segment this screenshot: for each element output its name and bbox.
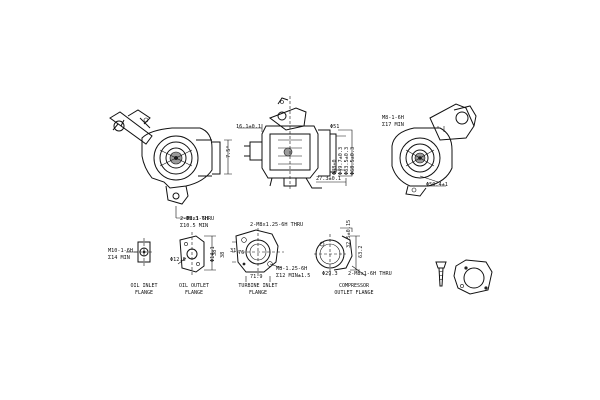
left-view-thru-label: Φ9.3 THRU bbox=[186, 216, 214, 222]
right-view-depth: Σ17 MIN bbox=[382, 122, 404, 128]
compressor-outlet-flange bbox=[314, 227, 367, 277]
turbine-dim-center: 76 bbox=[238, 250, 244, 256]
oil-inlet-depth: Σ14 MIN bbox=[108, 255, 130, 261]
turbine-depth2: Σ12 MIN±1.5 bbox=[276, 273, 310, 279]
compressor-dim-top: 32.5±0.15 bbox=[346, 220, 352, 248]
center-dim-right-1: Φ48±0 bbox=[332, 159, 338, 175]
turbine-dim-bottom-left: 71.9 bbox=[250, 274, 263, 280]
oil-inlet-caption-1: OIL INLET bbox=[130, 283, 157, 289]
bolt-part bbox=[435, 261, 447, 287]
compressor-caption-1: COMPRESSOR bbox=[339, 283, 370, 289]
compressor-dim-left: Φ29.3 bbox=[322, 271, 338, 277]
turbine-caption-2: FLANGE bbox=[249, 290, 267, 296]
oil-inlet-thread: M10-1-6H bbox=[108, 248, 133, 254]
left-view-dim: 7.5° bbox=[226, 146, 232, 159]
gasket-part bbox=[453, 259, 493, 295]
center-dim-right-2: Φ49.7±0.3 bbox=[338, 147, 344, 175]
oil-outlet-dim-bottom: Φ12.8 bbox=[170, 257, 186, 263]
compressor-dim-right: 63.2 bbox=[358, 246, 364, 259]
oil-outlet-thread: 2-M8x1-6H bbox=[180, 216, 208, 222]
center-dim-left: 16.1±0.1 bbox=[236, 124, 261, 130]
turbine-thread: 2-M8x1.25-6H THRU bbox=[250, 222, 303, 228]
center-turbo-view bbox=[238, 96, 353, 190]
center-dim-right-0: Φ51 bbox=[330, 124, 339, 130]
turbine-dim-left: 31 bbox=[230, 248, 236, 254]
center-dim-right-4: Φ68.5±0.3 bbox=[350, 147, 356, 175]
right-view-dia: Φ50.4±1 bbox=[426, 182, 448, 188]
turbine-dim-left2: 38 bbox=[220, 252, 226, 258]
turbine-thread2: M8-1.25-6H bbox=[276, 266, 307, 272]
center-dim-bottom: 27.3±0.1 bbox=[316, 176, 341, 182]
center-dim-right-3: Φ63.5±0.3 bbox=[344, 147, 350, 175]
compressor-thread: 2-M8x1-6H THRU bbox=[348, 271, 392, 277]
oil-inlet-caption-2: FLANGE bbox=[135, 290, 153, 296]
oil-inlet-flange bbox=[126, 238, 154, 266]
oil-outlet-dim-right2: 38 bbox=[212, 250, 218, 256]
left-turbo-view bbox=[109, 109, 232, 219]
turbine-caption-1: TURBINE INLET bbox=[238, 283, 277, 289]
oil-outlet-flange bbox=[177, 232, 216, 276]
compressor-caption-2: OUTLET FLANGE bbox=[334, 290, 373, 296]
right-view-thread: M8-1-6H bbox=[382, 115, 404, 121]
turbine-inlet-flange bbox=[232, 228, 284, 282]
oil-outlet-caption-1: OIL OUTLET bbox=[179, 283, 209, 289]
oil-outlet-dim-right: Φ14.1 bbox=[210, 246, 216, 262]
oil-outlet-depth: Σ10.5 MIN bbox=[180, 223, 208, 229]
right-turbo-view bbox=[391, 103, 477, 197]
oil-outlet-caption-2: FLANGE bbox=[185, 290, 203, 296]
